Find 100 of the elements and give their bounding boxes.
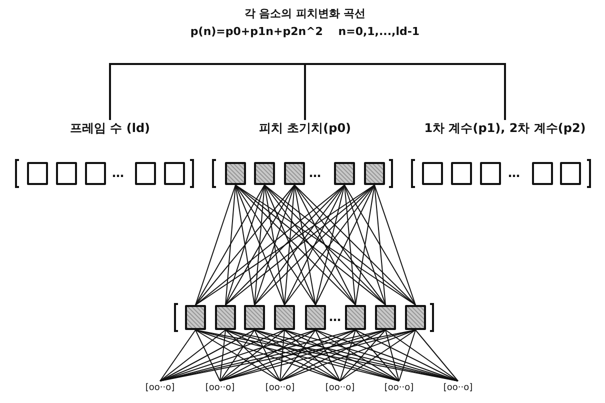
network-connection (315, 330, 458, 382)
network-connection (284, 184, 345, 306)
network-connection (225, 330, 340, 382)
network-connection (374, 184, 386, 306)
hidden-unit-box (405, 305, 426, 330)
network-connection (284, 184, 295, 306)
network-connection (195, 330, 280, 382)
parameter-box (85, 162, 106, 185)
network-connection (220, 330, 255, 382)
network-connection (264, 184, 356, 306)
parameter-box (422, 162, 443, 185)
network-connection (225, 184, 265, 306)
parameter-box (532, 162, 553, 185)
network-connection (294, 184, 316, 306)
network-connection (344, 184, 386, 306)
parameter-box (56, 162, 77, 185)
ellipsis: … (329, 310, 341, 324)
network-connection (195, 184, 375, 306)
output-unit-label: [oo··o] (434, 381, 482, 395)
tree-connector (109, 63, 305, 120)
network-connection (235, 184, 416, 306)
output-unit-label: [oo··o] (196, 381, 244, 395)
network-connection (284, 330, 340, 382)
input-unit-box (284, 162, 305, 185)
ellipsis: … (112, 166, 124, 180)
network-connection (280, 330, 416, 382)
network-connection (315, 184, 375, 306)
tree-connector (304, 63, 306, 120)
network-connection (220, 330, 226, 382)
network-connection (294, 184, 356, 306)
input-unit-box (334, 162, 355, 185)
hidden-unit-box (215, 305, 236, 330)
network-connection (398, 330, 416, 382)
parameter-box (135, 162, 156, 185)
hidden-unit-box (305, 305, 326, 330)
network-connection (160, 330, 285, 382)
tree-connector (305, 63, 506, 120)
network-connection (264, 184, 285, 306)
network-connection (195, 184, 236, 306)
network-connection (195, 330, 220, 382)
network-connection (340, 330, 356, 382)
parameter-box (164, 162, 185, 185)
hidden-unit-box (244, 305, 265, 330)
network-connection (280, 330, 356, 382)
network-connection (264, 184, 316, 306)
network-connection (254, 184, 295, 306)
parameter-box (27, 162, 48, 185)
network-connection (225, 184, 295, 306)
network-connection (280, 330, 285, 382)
output-unit-label: [oo··o] (375, 381, 423, 395)
network-connection (340, 330, 386, 382)
group-label: 프레임 수 (ld) (55, 120, 165, 136)
network-connection (344, 184, 356, 306)
input-unit-box (254, 162, 275, 185)
network-connection (160, 330, 316, 382)
output-unit-label: [oo··o] (316, 381, 364, 395)
network-connection (254, 184, 345, 306)
network-connection (160, 330, 226, 382)
hidden-unit-box (274, 305, 295, 330)
network-connection (264, 184, 386, 306)
network-connection (225, 184, 236, 306)
ellipsis: … (309, 166, 321, 180)
network-connection (315, 184, 345, 306)
network-connection (264, 184, 416, 306)
network-connection (315, 330, 340, 382)
network-connection (160, 330, 255, 382)
network-connection (195, 184, 345, 306)
network-connection (284, 184, 375, 306)
network-connection (385, 330, 458, 382)
network-connection (280, 330, 316, 382)
network-connection (344, 184, 416, 306)
formula: p(n)=p0+p1n+p2n^2 n=0,1,...,ld-1 (189, 25, 421, 38)
network-connection (340, 330, 416, 382)
network-connection (220, 330, 356, 382)
network-connection (385, 330, 400, 382)
hidden-unit-box (345, 305, 366, 330)
network-connection (195, 184, 295, 306)
network-connection (254, 330, 340, 382)
network-connection (235, 184, 356, 306)
network-connection (315, 330, 400, 382)
network-connection (220, 330, 316, 382)
group-label: 1차 계수(p1), 2차 계수(p2) (410, 120, 600, 136)
network-connection (355, 330, 400, 382)
network-connection (225, 184, 345, 306)
hidden-unit-box (185, 305, 206, 330)
network-connection (235, 184, 285, 306)
network-connection (254, 330, 280, 382)
network-connection (235, 184, 255, 306)
group-label: 피치 초기치(p0) (250, 120, 360, 136)
parameter-box (560, 162, 581, 185)
network-connection (254, 330, 400, 382)
input-unit-box (225, 162, 246, 185)
network-connection (294, 184, 386, 306)
ellipsis: … (508, 166, 520, 180)
output-unit-label: [oo··o] (136, 381, 184, 395)
network-connection (235, 184, 316, 306)
network-connection (225, 330, 280, 382)
network-connection (294, 184, 416, 306)
network-connection (195, 330, 340, 382)
network-connection (160, 330, 196, 382)
